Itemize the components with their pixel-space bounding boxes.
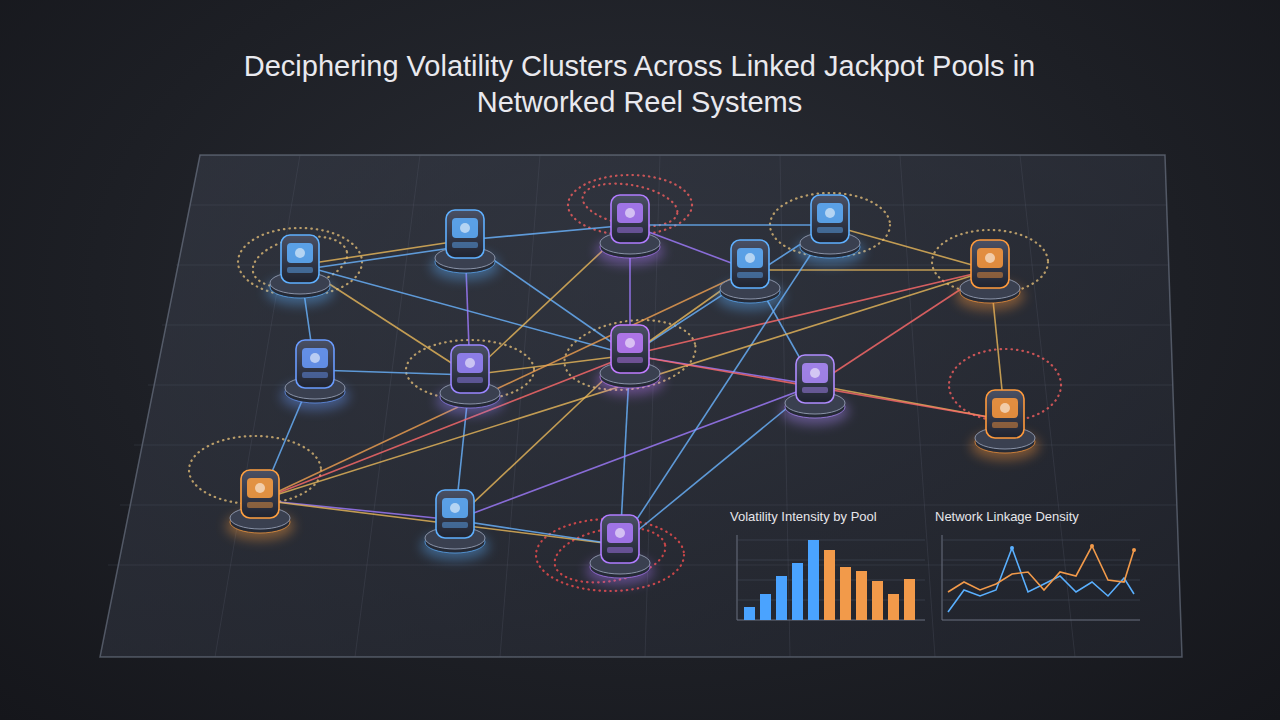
- panel-grid: [108, 155, 1179, 657]
- chart-points: [1010, 544, 1136, 552]
- link-line: [750, 269, 990, 271]
- chart-bar: [776, 576, 787, 620]
- chart-point: [1090, 544, 1094, 548]
- slot-machine: [796, 195, 864, 265]
- chart-gridlines: [942, 540, 1140, 600]
- slot-machine: [436, 345, 504, 415]
- chart-series-line: [948, 548, 1134, 612]
- page-title: Deciphering Volatility Clusters Across L…: [182, 48, 1097, 120]
- chart-bar: [792, 563, 803, 620]
- chart-point: [1010, 546, 1014, 550]
- chart-bar: [888, 594, 899, 620]
- slot-machine: [431, 210, 499, 280]
- slot-machine: [596, 325, 664, 395]
- link-line: [630, 224, 830, 226]
- chart-point: [1132, 548, 1136, 552]
- slot-machine: [596, 195, 664, 265]
- chart-bar: [872, 581, 883, 620]
- grid-line: [355, 155, 420, 657]
- grid-line: [215, 155, 300, 657]
- chart-gridline: [942, 540, 1140, 541]
- link-line: [455, 385, 815, 520]
- link-line: [260, 270, 990, 500]
- slot-machine: [781, 355, 849, 425]
- bar-chart: [737, 535, 925, 620]
- link-line: [315, 370, 470, 375]
- grid-line: [190, 205, 1167, 206]
- chart-gridline: [942, 600, 1140, 601]
- chart-gridline: [942, 560, 1140, 561]
- chart-bar: [760, 594, 771, 620]
- chart-axis: [737, 535, 738, 620]
- link-line: [260, 270, 750, 500]
- line-chart: [942, 535, 1140, 620]
- slot-machine: [956, 240, 1024, 310]
- swirl-group: [189, 175, 1061, 591]
- chart-series-line: [948, 546, 1134, 592]
- slot-machine: [421, 490, 489, 560]
- chart-gridline: [737, 540, 925, 541]
- slot-machine: [281, 340, 349, 410]
- chart-axis: [942, 535, 943, 620]
- grid-line: [162, 325, 1171, 326]
- chart-bar: [808, 540, 819, 620]
- chart-bar: [744, 607, 755, 620]
- link-line: [630, 270, 990, 355]
- slot-machine: [226, 470, 294, 540]
- chart-bar: [840, 567, 851, 620]
- chart-title: Volatility Intensity by Pool: [730, 509, 877, 525]
- grid-line: [176, 265, 1169, 266]
- grid-line: [500, 155, 540, 657]
- chart-bar: [856, 571, 867, 620]
- chart-bar: [904, 579, 915, 620]
- slot-machine: [266, 235, 334, 305]
- chart-bar: [824, 550, 835, 620]
- slot-machine: [971, 390, 1039, 460]
- machines: [226, 195, 1039, 585]
- link-lines: [260, 225, 1005, 545]
- slot-machine: [586, 515, 654, 585]
- glass-panel: [100, 155, 1182, 657]
- chart-title: Network Linkage Density: [935, 509, 1079, 525]
- particle-swirl: [560, 312, 700, 398]
- slot-machine: [716, 240, 784, 310]
- chart-axis: [942, 620, 1140, 621]
